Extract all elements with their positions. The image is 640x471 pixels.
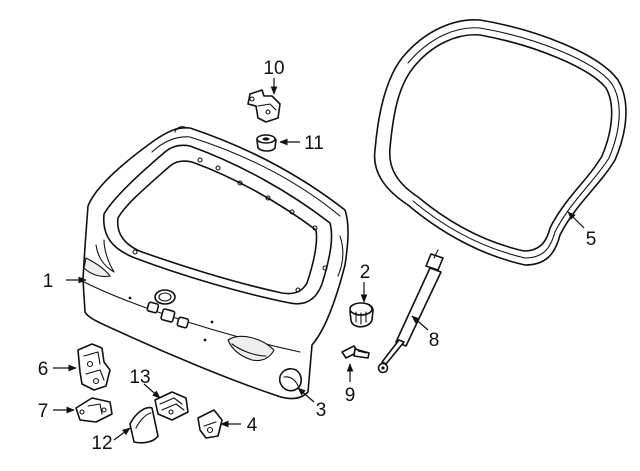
- striker[interactable]: [75, 397, 113, 423]
- release-switch[interactable]: [154, 391, 189, 421]
- callout-8: 8: [429, 330, 440, 351]
- stopper[interactable]: [256, 134, 277, 152]
- weatherstrip-seal[interactable]: [373, 19, 627, 266]
- callout-4: 4: [247, 415, 258, 436]
- callout-2: 2: [360, 262, 371, 283]
- support-strut[interactable]: [377, 249, 444, 374]
- callout-10: 10: [263, 58, 284, 79]
- callout-12: 12: [91, 433, 112, 454]
- callout-7: 7: [38, 401, 49, 422]
- leader-lines: [53, 78, 585, 441]
- callout-1: 1: [43, 271, 54, 292]
- callout-5: 5: [586, 229, 597, 250]
- latch-switch[interactable]: [341, 345, 370, 359]
- callout-13: 13: [129, 367, 150, 388]
- callout-3: 3: [316, 400, 327, 421]
- callout-labels: 1 2 3 4 5 6 7 8 9 10 11 12 13: [38, 58, 597, 454]
- callout-6: 6: [38, 359, 49, 380]
- grommet[interactable]: [349, 302, 374, 328]
- striker-bracket[interactable]: [197, 409, 223, 439]
- callout-9: 9: [345, 385, 356, 406]
- liftgate[interactable]: [82, 126, 349, 400]
- bumper-cap[interactable]: [278, 367, 302, 392]
- trim-cover[interactable]: [129, 406, 159, 444]
- latch-assembly[interactable]: [77, 343, 111, 391]
- hinge[interactable]: [247, 89, 281, 123]
- callout-11: 11: [304, 133, 324, 154]
